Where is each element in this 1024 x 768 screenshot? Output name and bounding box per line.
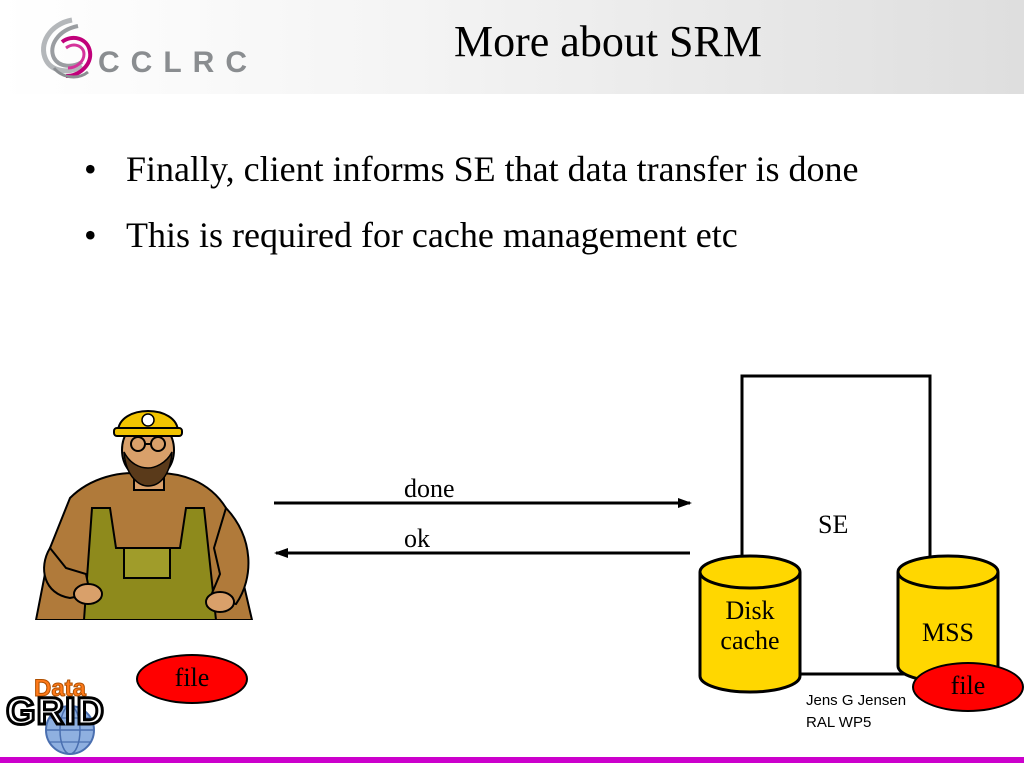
bullet-item: • This is required for cache management …: [84, 214, 984, 256]
disk-cache-label-line1: Disk: [725, 596, 775, 625]
svg-text:Data: Data: [34, 675, 87, 702]
header-band: [0, 0, 1024, 94]
worker-clipart: [34, 410, 254, 620]
author-group: RAL WP5: [806, 714, 872, 731]
done-label: done: [404, 474, 455, 503]
slide-title: More about SRM: [454, 17, 762, 66]
disk-cache-label: Disk cache: [700, 596, 800, 656]
bullet-marker: •: [84, 149, 97, 189]
footer-author-block: Jens G Jensen RAL WP5: [806, 690, 906, 734]
cclrc-swirl-logo: [41, 17, 93, 79]
disk-cache-label-line2: cache: [720, 626, 780, 655]
bullet-list: • Finally, client informs SE that data t…: [84, 148, 984, 280]
mss-label: MSS: [921, 618, 975, 647]
footer-accent-line: [0, 757, 1024, 763]
svg-text:GRID: GRID: [6, 691, 105, 733]
bullet-item: • Finally, client informs SE that data t…: [84, 148, 984, 190]
bullet-text: This is required for cache management et…: [126, 215, 738, 255]
client-file-pill: file: [136, 654, 248, 704]
bullet-text: Finally, client informs SE that data tra…: [126, 149, 859, 189]
ok-label: ok: [404, 524, 430, 553]
disk-cache-cylinder: [698, 554, 802, 694]
mss-file-pill: file: [912, 662, 1024, 712]
datagrid-logo: Data GRID: [5, 675, 106, 755]
bullet-marker: •: [84, 215, 97, 255]
author-name: Jens G Jensen: [806, 692, 907, 709]
cclrc-logo-text: CCLRC: [98, 46, 258, 79]
se-label: SE: [818, 510, 849, 539]
